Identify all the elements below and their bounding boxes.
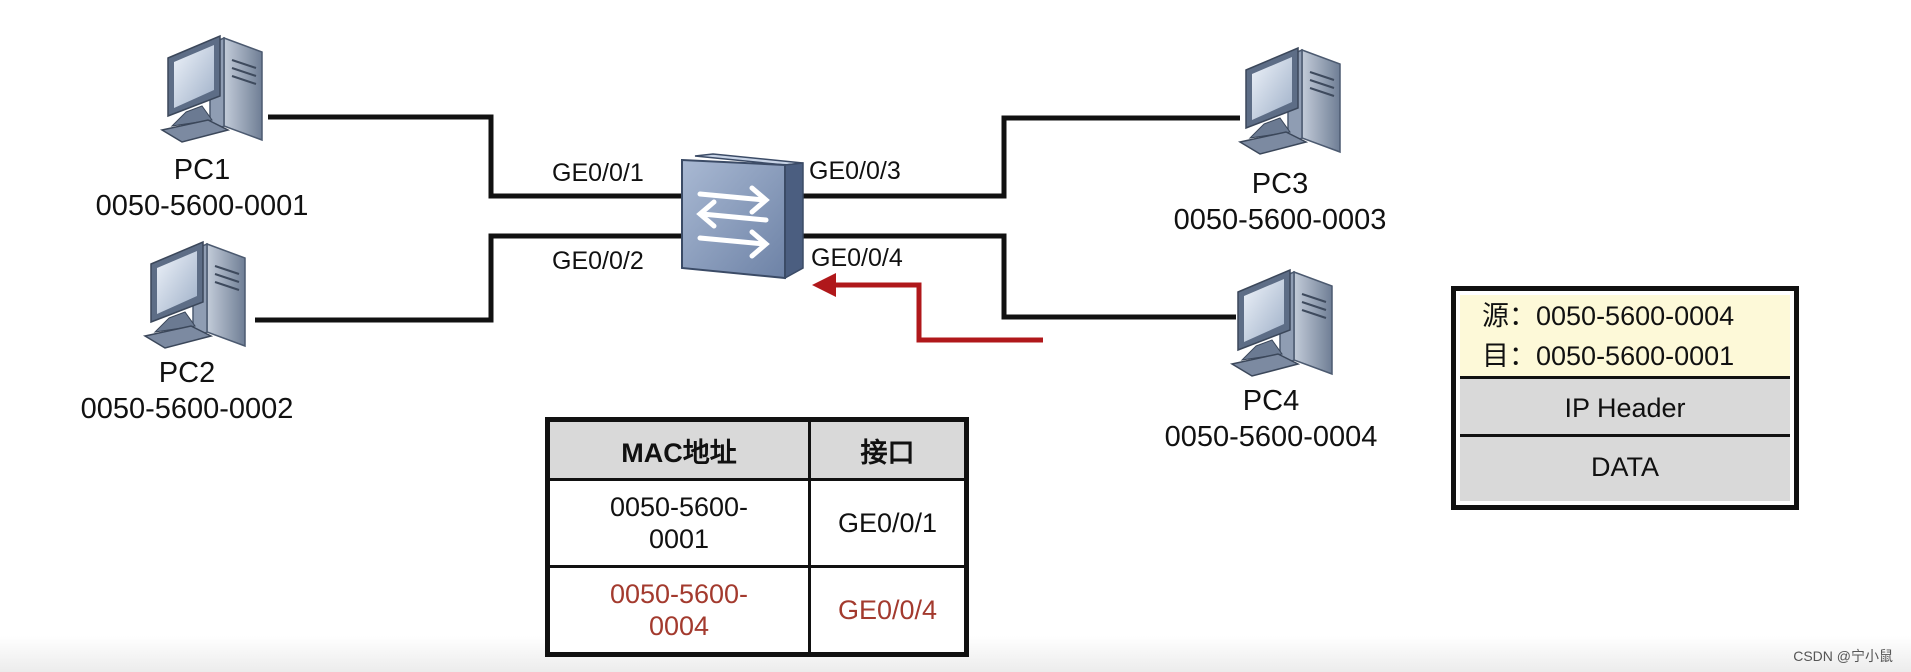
mac-line-1: 0050-5600- <box>609 578 749 609</box>
pc4-icon <box>1231 269 1333 377</box>
pc2-name: PC2 <box>158 357 216 389</box>
pc3-name: PC3 <box>1251 168 1309 200</box>
pc4-mac: 0050-5600-0004 <box>1164 421 1378 453</box>
mac-line-1: 0050-5600- <box>609 491 749 522</box>
table-cell-port: GE0/0/1 <box>808 478 968 568</box>
port-label-ge0-0-4: GE0/0/4 <box>811 244 903 272</box>
link-pc4 <box>803 233 1236 320</box>
link-pc3 <box>803 115 1240 199</box>
frame-data: DATA <box>1460 437 1790 501</box>
pc2-mac: 0050-5600-0002 <box>80 393 294 425</box>
link-pc1 <box>268 114 685 199</box>
pc1-mac: 0050-5600-0001 <box>95 190 309 222</box>
mac-line-2: 0001 <box>648 523 710 554</box>
pc3-mac: 0050-5600-0003 <box>1173 204 1387 236</box>
ethernet-frame: 源：0050-5600-0004 目：0050-5600-0001 IP Hea… <box>1451 286 1799 510</box>
frame-ip-header: IP Header <box>1460 379 1790 437</box>
port-label-ge0-0-3: GE0/0/3 <box>809 157 901 185</box>
frame-direction-arrow <box>835 282 1043 343</box>
frame-destination-mac: 目：0050-5600-0001 <box>1482 341 1735 371</box>
mac-line-2: 0004 <box>648 610 710 641</box>
table-cell-mac: 0050-5600- 0001 <box>546 478 811 568</box>
table-row-highlighted: 0050-5600- 0004 GE0/0/4 <box>546 564 968 657</box>
pc4-name: PC4 <box>1242 385 1300 417</box>
port-label-ge0-0-1: GE0/0/1 <box>552 159 644 187</box>
pc1-icon <box>161 35 263 143</box>
pc3-icon <box>1239 47 1341 155</box>
mac-address-table: MAC地址 接口 0050-5600- 0001 GE0/0/1 0050-56… <box>545 417 969 657</box>
frame-address-section: 源：0050-5600-0004 目：0050-5600-0001 <box>1460 295 1790 379</box>
table-header-row: MAC地址 接口 <box>546 418 968 481</box>
table-row: 0050-5600- 0001 GE0/0/1 <box>546 478 968 568</box>
arrow-head <box>812 273 836 297</box>
frame-source-mac: 源：0050-5600-0004 <box>1482 301 1735 331</box>
table-cell-port: GE0/0/4 <box>808 564 968 657</box>
link-pc2 <box>255 233 685 323</box>
switch-icon <box>681 153 804 280</box>
pc1-name: PC1 <box>173 154 231 186</box>
pc2-icon <box>144 241 246 349</box>
column-header-port: 接口 <box>808 418 968 481</box>
port-label-ge0-0-2: GE0/0/2 <box>552 247 644 275</box>
table-cell-mac: 0050-5600- 0004 <box>546 564 811 657</box>
column-header-mac: MAC地址 <box>546 418 811 481</box>
watermark: CSDN @宁小鼠 <box>1793 648 1893 664</box>
